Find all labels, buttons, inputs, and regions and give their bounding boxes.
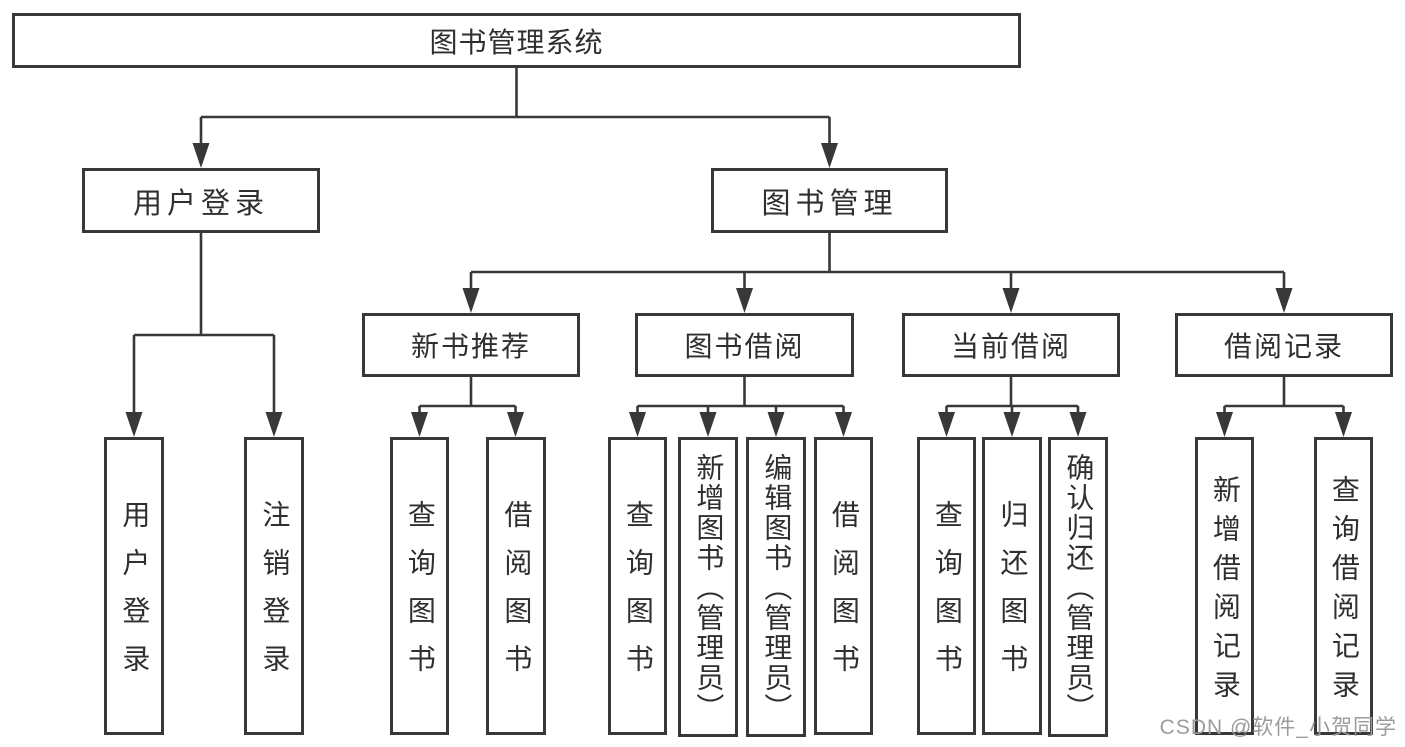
leaf-label: 查询图书 xyxy=(404,500,436,692)
leaf-label: 借阅图书 xyxy=(501,500,533,692)
arrowhead-icon xyxy=(265,412,283,437)
arrowhead-icon xyxy=(1275,288,1293,313)
leaf-borrow-books-1: 借阅图书 xyxy=(486,437,546,735)
leaf-logout: 注销登录 xyxy=(244,437,304,735)
arrowhead-icon xyxy=(1335,412,1352,437)
node-label: 图书管理 xyxy=(761,187,898,220)
node-book-borrowing: 图书借阅 xyxy=(635,313,854,377)
leaf-label: 查询图书 xyxy=(931,500,963,692)
leaf-return-books: 归还图书 xyxy=(982,437,1042,735)
arrowhead-icon xyxy=(736,288,753,313)
node-label: 图书管理系统 xyxy=(429,26,604,58)
leaf-borrow-books-2: 借阅图书 xyxy=(814,437,873,735)
leaf-label: 用户登录 xyxy=(119,500,151,692)
leaf-query-books-2: 查询图书 xyxy=(608,437,667,735)
arrowhead-icon xyxy=(1002,288,1020,313)
node-label: 新书推荐 xyxy=(410,331,531,362)
arrowhead-icon xyxy=(192,143,210,168)
leaf-label: 注销登录 xyxy=(259,500,291,692)
arrowhead-icon xyxy=(1216,412,1233,437)
leaf-label: 归还图书 xyxy=(997,500,1029,692)
node-label: 用户登录 xyxy=(132,187,269,220)
node-label: 图书借阅 xyxy=(684,331,805,362)
leaf-label: 查询借阅记录 xyxy=(1328,474,1360,709)
arrowhead-icon xyxy=(835,412,852,437)
node-library-management-system: 图书管理系统 xyxy=(12,13,1021,68)
leaf-label: 新增图书（管理员） xyxy=(693,453,725,723)
node-label: 当前借阅 xyxy=(950,331,1071,362)
node-current-borrowing: 当前借阅 xyxy=(902,313,1120,377)
leaf-confirm-return-admin: 确认归还（管理员） xyxy=(1048,437,1108,737)
leaf-query-borrow-record: 查询借阅记录 xyxy=(1314,437,1373,735)
leaf-query-books-1: 查询图书 xyxy=(390,437,449,735)
arrowhead-icon xyxy=(767,412,785,437)
arrowhead-icon xyxy=(462,288,480,313)
leaf-label: 编辑图书（管理员） xyxy=(761,453,793,723)
leaf-add-books-admin: 新增图书（管理员） xyxy=(678,437,738,737)
leaf-label: 借阅图书 xyxy=(828,500,860,692)
arrowhead-icon xyxy=(1069,412,1087,437)
arrowhead-icon xyxy=(1003,412,1021,437)
arrowhead-icon xyxy=(125,412,143,437)
leaf-edit-books-admin: 编辑图书（管理员） xyxy=(746,437,806,737)
arrowhead-icon xyxy=(938,412,955,437)
node-book-management: 图书管理 xyxy=(711,168,948,233)
node-user-login: 用户登录 xyxy=(82,168,320,233)
leaf-add-borrow-record: 新增借阅记录 xyxy=(1195,437,1254,735)
leaf-label: 查询图书 xyxy=(622,500,654,692)
leaf-user-login: 用户登录 xyxy=(104,437,164,735)
leaf-label: 确认归还（管理员） xyxy=(1063,453,1095,723)
arrowhead-icon xyxy=(699,412,717,437)
arrowhead-icon xyxy=(507,412,524,437)
node-new-book-recommend: 新书推荐 xyxy=(362,313,580,377)
arrowhead-icon xyxy=(629,412,646,437)
node-borrowing-records: 借阅记录 xyxy=(1175,313,1393,377)
arrowhead-icon xyxy=(411,412,428,437)
csdn-watermark: CSDN @软件_小贺同学 xyxy=(1159,716,1397,739)
arrowhead-icon xyxy=(821,143,838,168)
node-label: 借阅记录 xyxy=(1223,331,1344,362)
leaf-query-books-3: 查询图书 xyxy=(917,437,976,735)
leaf-label: 新增借阅记录 xyxy=(1209,474,1241,709)
